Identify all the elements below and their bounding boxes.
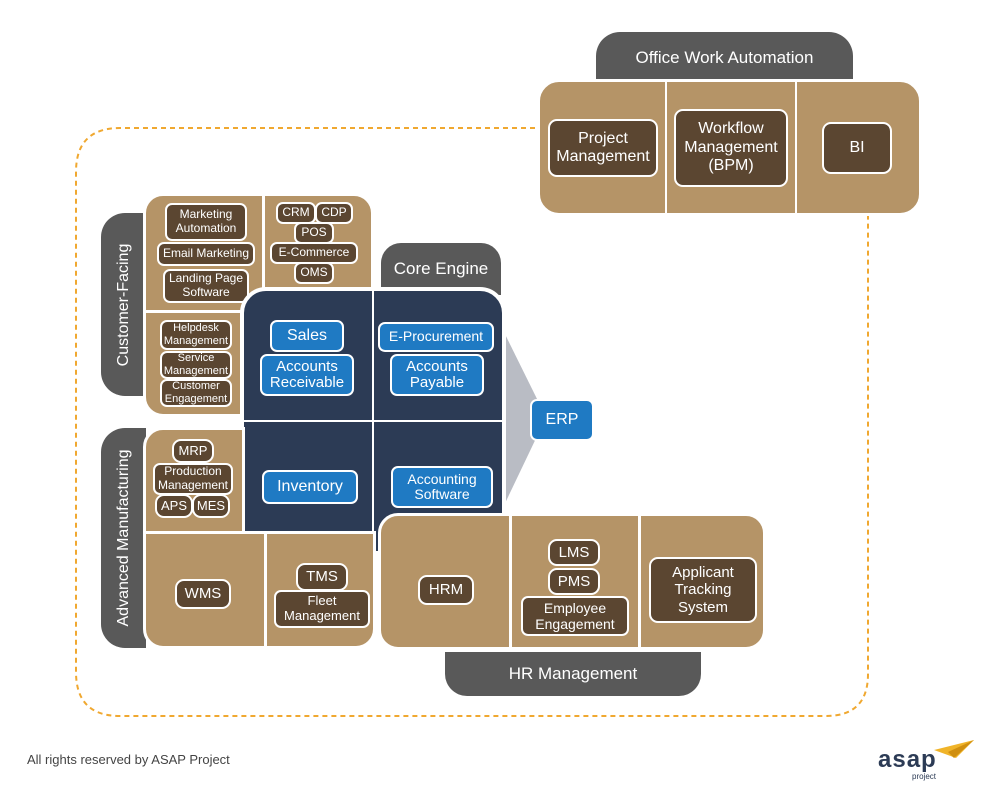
accounts-payable-box[interactable]: Accounts Payable (390, 354, 484, 396)
hrm-panel (378, 513, 512, 650)
mes-box[interactable]: MES (192, 494, 230, 518)
core-engine-tab: Core Engine (381, 243, 501, 295)
fleet-management-box[interactable]: Fleet Management (274, 590, 370, 628)
advanced-manufacturing-tab: Advanced Manufacturing (101, 428, 146, 648)
copyright-text: All rights reserved by ASAP Project (27, 752, 230, 767)
customer-facing-tab: Customer-Facing (101, 213, 146, 396)
core-divider-h (244, 420, 502, 422)
accounts-receivable-box[interactable]: Accounts Receivable (260, 354, 354, 396)
pos-box[interactable]: POS (294, 222, 334, 244)
wms-box[interactable]: WMS (175, 579, 231, 609)
project-management-box[interactable]: Project Management (548, 119, 658, 177)
workflow-management-box[interactable]: Workflow Management (BPM) (674, 109, 788, 187)
helpdesk-box[interactable]: Helpdesk Management (160, 320, 232, 350)
logo-subtext: project (912, 772, 937, 781)
oms-box[interactable]: OMS (294, 262, 334, 284)
office-automation-tab: Office Work Automation (596, 32, 853, 84)
service-management-box[interactable]: Service Management (160, 351, 232, 379)
production-management-box[interactable]: Production Management (153, 463, 233, 495)
crm-box[interactable]: CRM (276, 202, 316, 224)
lms-box[interactable]: LMS (548, 539, 600, 566)
mrp-box[interactable]: MRP (172, 439, 214, 463)
cdp-box[interactable]: CDP (315, 202, 353, 224)
customer-facing-title: Customer-Facing (114, 243, 132, 366)
accounting-software-box[interactable]: Accounting Software (391, 466, 493, 508)
erp-connector (498, 320, 540, 518)
erp-box[interactable]: ERP (530, 399, 594, 441)
hr-management-title: HR Management (508, 664, 638, 683)
office-automation-title: Office Work Automation (635, 48, 814, 67)
office-divider-1 (665, 82, 667, 213)
paper-plane-icon (934, 740, 974, 758)
landing-page-box[interactable]: Landing Page Software (163, 269, 249, 303)
hr-management-tab: HR Management (445, 652, 701, 696)
employee-engagement-box[interactable]: Employee Engagement (521, 596, 629, 636)
office-divider-2 (795, 82, 797, 213)
applicant-tracking-box[interactable]: Applicant Tracking System (649, 557, 757, 623)
inventory-box[interactable]: Inventory (262, 470, 358, 504)
e-commerce-box[interactable]: E-Commerce (270, 242, 358, 264)
pms-box[interactable]: PMS (548, 568, 600, 595)
aps-box[interactable]: APS (155, 494, 193, 518)
tms-box[interactable]: TMS (296, 563, 348, 591)
email-marketing-box[interactable]: Email Marketing (157, 242, 255, 266)
logo-text: asap (878, 746, 937, 773)
bi-box[interactable]: BI (822, 122, 892, 174)
sales-box[interactable]: Sales (270, 320, 344, 352)
core-engine-title: Core Engine (393, 259, 489, 278)
customer-engagement-box[interactable]: Customer Engagement (160, 379, 232, 407)
marketing-automation-box[interactable]: Marketing Automation (165, 203, 247, 241)
advanced-manufacturing-title: Advanced Manufacturing (114, 449, 132, 627)
e-procurement-box[interactable]: E-Procurement (378, 322, 494, 352)
asap-logo: asap project (878, 740, 978, 782)
hrm-box[interactable]: HRM (418, 575, 474, 605)
